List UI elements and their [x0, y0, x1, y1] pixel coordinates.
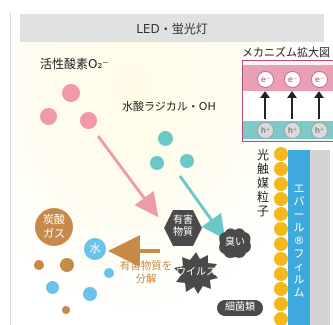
active-oxygen-bubble: [62, 84, 80, 102]
co2-small-bubble: [62, 306, 70, 314]
co2-bubble: 炭酸 ガス: [35, 208, 73, 246]
pink-reaction-arrow: [96, 135, 159, 218]
film-char: フ: [293, 247, 305, 260]
decompose-line1: 有害物質を: [119, 260, 173, 272]
active-oxygen-bubble: [40, 108, 57, 125]
odor-blob: 臭い: [217, 226, 253, 260]
frame-edge: [10, 12, 11, 325]
water-small-bubble: [46, 281, 59, 294]
film-char: ー: [293, 208, 305, 221]
mechanism-label: メカニズム拡大図: [242, 46, 330, 59]
excitation-arrow-2: [287, 91, 297, 119]
excitation-arrow-1: [260, 91, 270, 119]
hydroxyl-bubble: [150, 156, 164, 170]
co2-small-bubble: [60, 258, 74, 272]
harmful-substance-hexagon: 有害 物質: [163, 208, 203, 248]
film-char: ム: [293, 286, 305, 299]
co2-small-bubble: [34, 260, 44, 270]
co2-line2: ガス: [43, 227, 65, 240]
hole-3: h⁺: [311, 122, 328, 139]
hydroxyl-bubble: [180, 154, 194, 168]
electron-3: e⁻: [311, 71, 328, 88]
active-oxygen-label: 活性酸素O₂⁻: [40, 57, 109, 71]
light-source-bar: LED・蛍光灯: [20, 14, 324, 42]
co2-line1: 炭酸: [43, 213, 65, 226]
electron-1: e⁻: [257, 71, 274, 88]
mechanism-panel: e⁻ e⁻ e⁻ h⁺ h⁺ h⁺: [242, 60, 333, 142]
water-bubble: 水: [84, 238, 106, 260]
hydroxyl-bubble: [158, 131, 173, 146]
hydroxyl-label: 水酸ラジカル・OH: [122, 100, 216, 113]
decompose-line2: 分解: [135, 273, 157, 285]
film-layer: [288, 150, 310, 325]
water-small-bubble: [104, 268, 114, 278]
harmful-label-line1: 有害: [173, 215, 193, 226]
excitation-arrow-3: [314, 91, 324, 119]
film-char: ®: [293, 234, 305, 247]
virus-label: ウイルス: [176, 267, 216, 278]
photocatalyst-char: 粒: [256, 190, 269, 204]
water-small-bubble: [83, 287, 97, 301]
photocatalyst-particles: [274, 147, 288, 325]
film-label: エ バ ー ル ® フ ィ ル ム: [290, 182, 308, 299]
substrate-layer: [310, 150, 330, 325]
electron-2: e⁻: [284, 71, 301, 88]
photocatalyst-char: 子: [256, 204, 269, 218]
photocatalyst-label: 光 触 媒 粒 子: [256, 148, 270, 218]
active-oxygen-bubble: [80, 112, 97, 129]
film-char: ィ: [293, 260, 305, 273]
photocatalyst-char: 触: [256, 162, 269, 176]
bacteria-pill: 細菌類: [217, 300, 263, 316]
film-char: ル: [293, 221, 305, 234]
virus-gear: ウイルス: [173, 251, 219, 295]
film-char: エ: [293, 182, 305, 195]
hole-1: h⁺: [257, 122, 274, 139]
decompose-label: 有害物質を 分解: [115, 260, 177, 286]
film-char: ル: [293, 273, 305, 286]
teal-reaction-arrow: [178, 175, 226, 240]
edge-layer: [330, 150, 333, 325]
photocatalyst-char: 媒: [256, 176, 269, 190]
film-char: バ: [293, 195, 305, 208]
hole-2: h⁺: [284, 122, 301, 139]
odor-label: 臭い: [225, 237, 245, 248]
photocatalyst-char: 光: [256, 148, 269, 162]
light-source-label: LED・蛍光灯: [136, 22, 208, 36]
harmful-label-line2: 物質: [173, 227, 193, 238]
